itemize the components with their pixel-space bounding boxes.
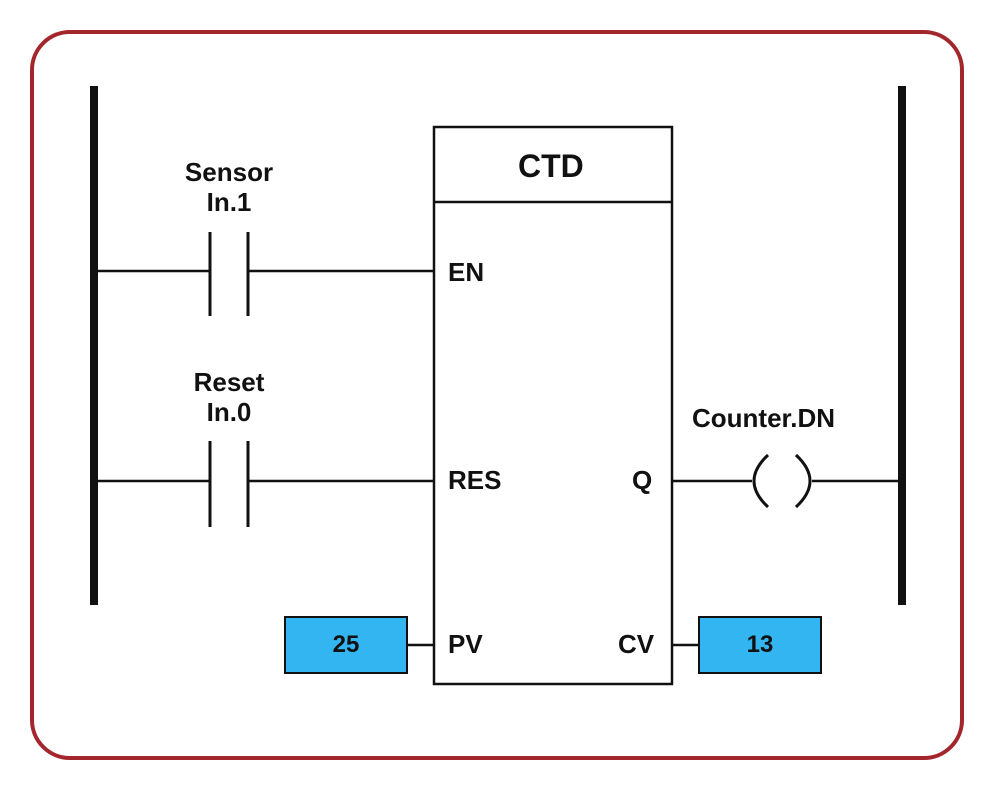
pv-pin-label: PV — [448, 629, 483, 659]
coil-right-arc — [794, 453, 812, 509]
reset-contact-name: Reset — [193, 367, 265, 397]
res-pin-label: RES — [448, 465, 502, 495]
coil-label: Counter.DN — [692, 403, 835, 433]
current-value-box: 13 — [698, 616, 822, 674]
preset-value-box: 25 — [284, 616, 408, 674]
sensor-contact-label: Sensor In.1 — [149, 157, 309, 217]
q-pin-label: Q — [632, 465, 653, 495]
reset-contact-label: Reset In.0 — [149, 367, 309, 427]
cv-pin-label: CV — [618, 629, 655, 659]
reset-contact-address: In.0 — [206, 397, 252, 427]
sensor-contact-address: In.1 — [206, 187, 252, 217]
ctd-block-title: CTD — [518, 148, 584, 184]
ctd-block — [432, 125, 674, 686]
sensor-contact-name: Sensor — [184, 157, 274, 187]
coil-left-arc — [752, 453, 770, 509]
left-power-rail — [90, 86, 98, 605]
right-power-rail — [898, 86, 906, 605]
en-pin-label: EN — [448, 257, 485, 287]
